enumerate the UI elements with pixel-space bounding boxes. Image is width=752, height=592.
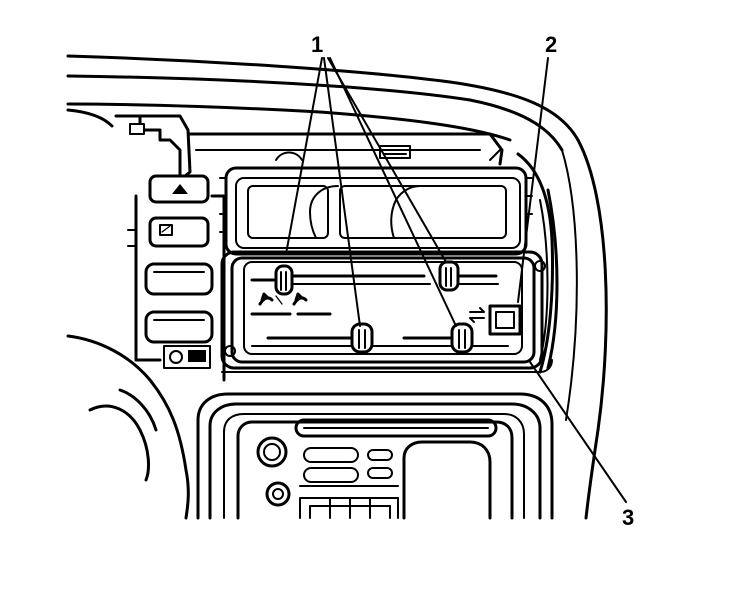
mode-symbols bbox=[258, 292, 485, 323]
vent-housing bbox=[219, 166, 533, 256]
callout-leaders bbox=[285, 57, 627, 503]
blank-switch-lower bbox=[144, 310, 214, 344]
blank-switch-upper bbox=[144, 262, 214, 296]
climate-control-faceplate bbox=[220, 250, 553, 373]
rear-defog-switch bbox=[148, 216, 210, 248]
control-knob-mode bbox=[438, 260, 460, 292]
switch-bezel bbox=[127, 194, 226, 382]
dashboard-left-contours bbox=[66, 108, 190, 520]
dashboard-right-contours bbox=[516, 138, 608, 520]
callout-1-control-knobs: 1 bbox=[311, 32, 324, 57]
control-knob-fan bbox=[350, 322, 374, 354]
radio-controls bbox=[256, 436, 492, 520]
hazard-switch bbox=[148, 174, 210, 204]
center-console bbox=[196, 392, 554, 520]
control-knob-temperature bbox=[274, 264, 294, 296]
upper-slider-row bbox=[250, 274, 499, 285]
recirculation-button bbox=[488, 304, 522, 336]
radio-cd-slot bbox=[294, 418, 498, 438]
upper-bracket bbox=[114, 114, 504, 182]
callout-2-recirculation-button: 2 bbox=[545, 32, 558, 57]
dashboard-top-contours bbox=[66, 54, 580, 152]
control-knob-air-intake bbox=[450, 322, 474, 354]
callout-3-faceplate: 3 bbox=[622, 505, 635, 530]
